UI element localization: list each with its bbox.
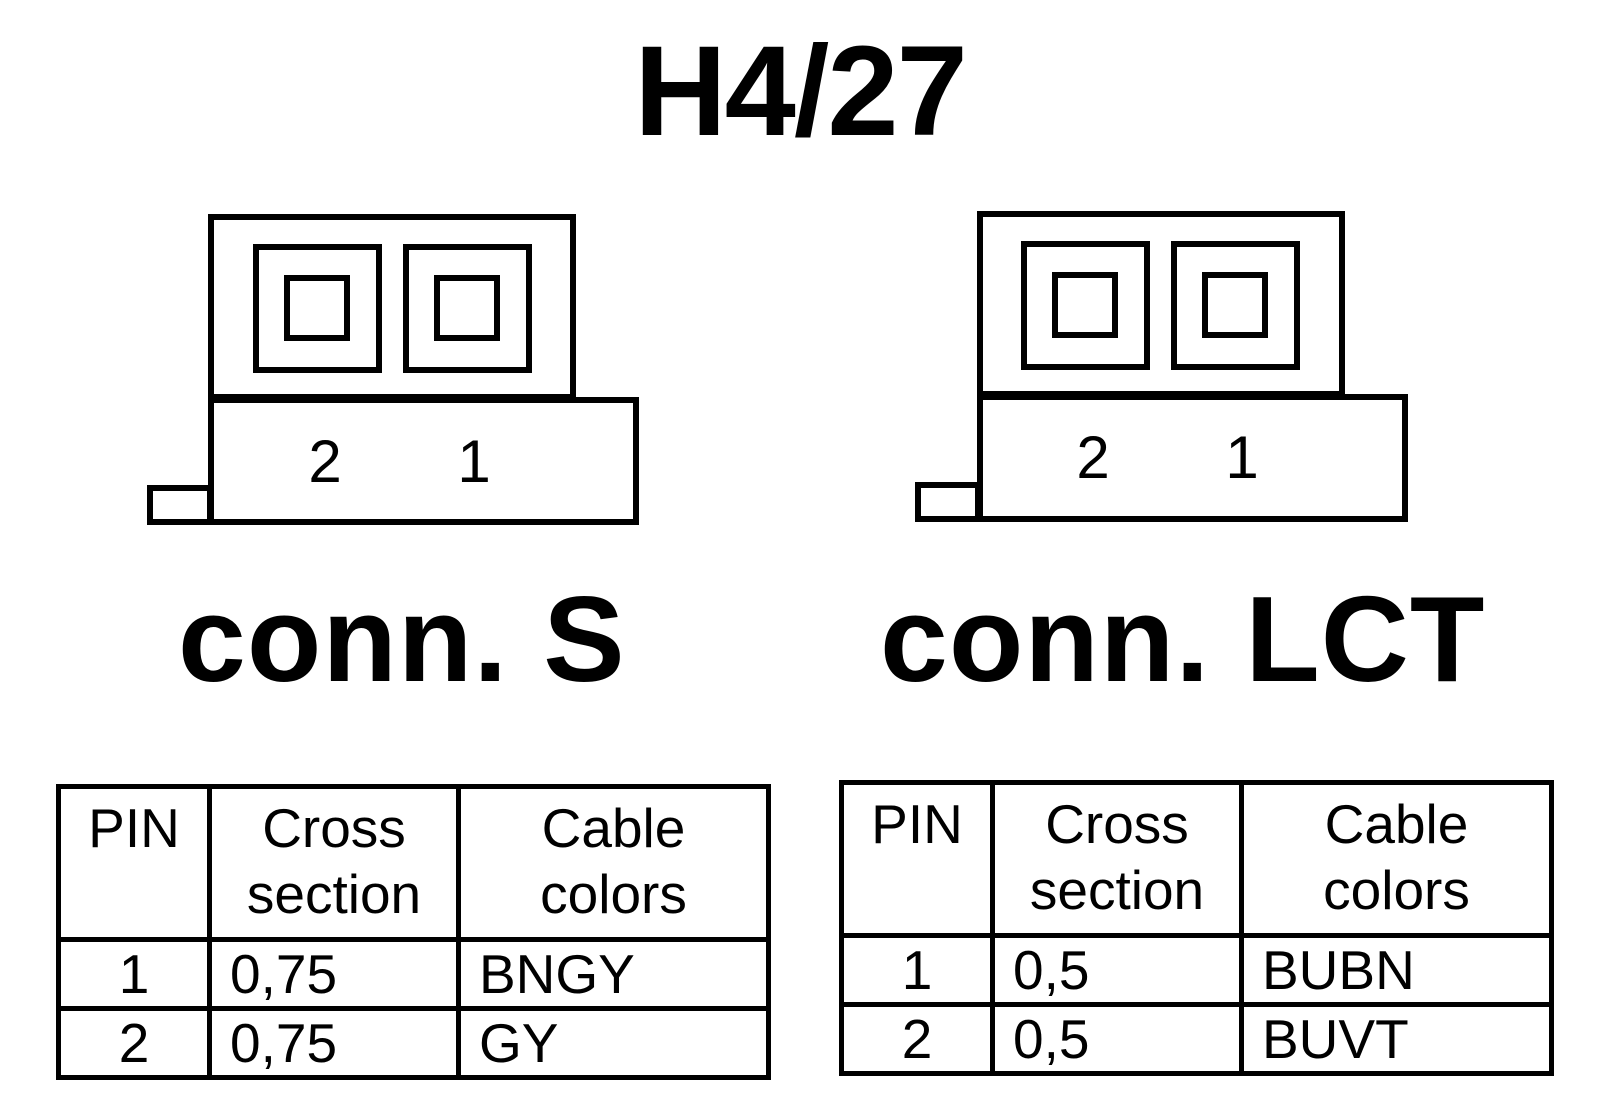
- connector-s-terminal-2: [284, 275, 350, 341]
- cross-section-cell: 0,75: [207, 937, 461, 1011]
- cable-color-cell: GY: [456, 1006, 771, 1080]
- table-row: 2 0,75 GY: [56, 1006, 771, 1080]
- pin-header: PIN: [56, 784, 212, 942]
- connector-lct-latch: [915, 482, 981, 522]
- connector-lct-pin-label-1: 1: [1225, 424, 1258, 491]
- table-row: 1 0,5 BUBN: [839, 933, 1554, 1007]
- cable-color-cell: BNGY: [456, 937, 771, 1011]
- connector-lct-label: conn. LCT: [880, 571, 1486, 707]
- diagram-title: H4/27: [634, 20, 968, 163]
- cross-section-cell: 0,5: [990, 1002, 1244, 1076]
- connector-lct-cavity-1: [1171, 241, 1300, 370]
- cross-section-cell: 0,75: [207, 1006, 461, 1080]
- connector-s-pin-label-2: 2: [308, 428, 341, 495]
- cross-section-cell: 0,5: [990, 933, 1244, 1007]
- connector-lct-cavity-2: [1021, 241, 1150, 370]
- pin-header: PIN: [839, 780, 995, 938]
- connector-lct-terminal-1: [1202, 272, 1268, 338]
- pin-cell: 2: [839, 1002, 995, 1076]
- cable-color-cell: BUVT: [1239, 1002, 1554, 1076]
- connector-s-terminal-1: [434, 275, 500, 341]
- connector-s-housing-base: [208, 397, 639, 525]
- table-row: 2 0,5 BUVT: [839, 1002, 1554, 1076]
- connector-s-latch: [147, 485, 213, 525]
- pin-cell: 1: [839, 933, 995, 1007]
- connector-s-pin-label-1: 1: [457, 428, 490, 495]
- connector-s-label: conn. S: [178, 571, 626, 707]
- pin-cell: 2: [56, 1006, 212, 1080]
- pin-cell: 1: [56, 937, 212, 1011]
- connector-lct-pin-label-2: 2: [1076, 424, 1109, 491]
- connector-lct-housing-base: [977, 394, 1408, 522]
- connector-s-cavity-1: [403, 244, 532, 373]
- connector-lct-terminal-2: [1052, 272, 1118, 338]
- cable-color-cell: BUBN: [1239, 933, 1554, 1007]
- connector-lct-drawing: [915, 211, 1408, 522]
- connector-s-drawing: [147, 214, 639, 525]
- table-row: 1 0,75 BNGY: [56, 937, 771, 1011]
- connector-s-cavity-2: [253, 244, 382, 373]
